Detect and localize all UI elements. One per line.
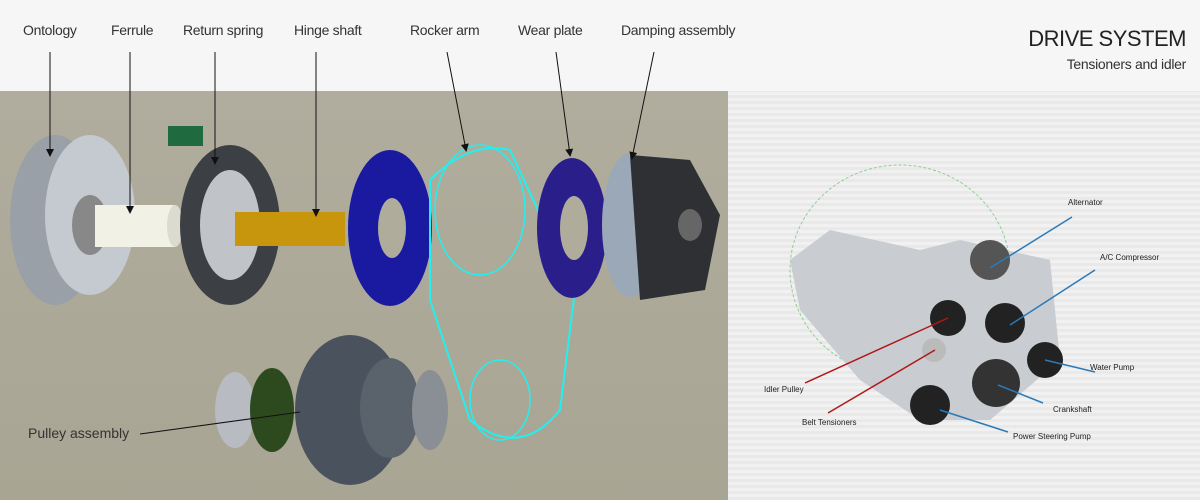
label-crankshaft: Crankshaft bbox=[1053, 405, 1092, 414]
label-belt-tensioners: Belt Tensioners bbox=[802, 418, 857, 427]
wear-plate-part bbox=[537, 158, 607, 298]
label-return-spring: Return spring bbox=[183, 22, 264, 38]
label-alternator: Alternator bbox=[1068, 198, 1103, 207]
header: Ontology Ferrule Return spring Hinge sha… bbox=[0, 0, 1200, 91]
hinge-shaft-part bbox=[235, 212, 345, 246]
page-subtitle: Tensioners and idler bbox=[1066, 56, 1187, 72]
rocker-arm-part bbox=[348, 144, 577, 441]
pulley-assembly-part bbox=[215, 335, 448, 485]
engine-leader-lines-blue bbox=[939, 216, 1096, 433]
label-pulley-assembly: Pulley assembly bbox=[28, 425, 130, 441]
label-damping-assembly: Damping assembly bbox=[621, 22, 736, 38]
label-rocker-arm: Rocker arm bbox=[410, 22, 480, 38]
label-water-pump: Water Pump bbox=[1090, 363, 1135, 372]
engine-illustration bbox=[789, 164, 1063, 425]
page-title: DRIVE SYSTEM bbox=[1028, 26, 1186, 51]
leader-lines bbox=[46, 51, 655, 435]
return-spring-part bbox=[168, 126, 280, 305]
label-hinge-shaft: Hinge shaft bbox=[294, 22, 362, 38]
engine-leader-lines-red bbox=[804, 317, 949, 414]
label-ferrule: Ferrule bbox=[111, 22, 154, 38]
label-wear-plate: Wear plate bbox=[518, 22, 583, 38]
ferrule-part bbox=[95, 205, 183, 247]
label-ac-compressor: A/C Compressor bbox=[1100, 253, 1160, 262]
label-ontology: Ontology bbox=[23, 22, 77, 38]
label-idler-pulley: Idler Pulley bbox=[764, 385, 804, 394]
damping-assembly-part bbox=[602, 153, 720, 300]
label-power-steering-pump: Power Steering Pump bbox=[1013, 432, 1091, 441]
